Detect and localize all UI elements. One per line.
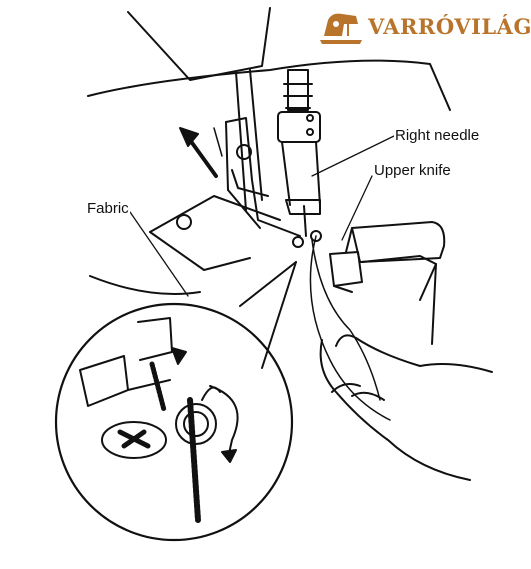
logo-text: VARRÓVILÁG bbox=[368, 13, 531, 39]
leader-lines bbox=[129, 135, 395, 297]
label-fabric: Fabric bbox=[86, 200, 130, 217]
sewing-machine-logo-icon bbox=[320, 13, 362, 44]
upward-arrow-icon bbox=[179, 127, 218, 178]
thread-tail bbox=[213, 127, 223, 157]
machine-body bbox=[87, 7, 451, 211]
label-upper-knife: Upper knife bbox=[373, 162, 452, 179]
small-arrow-icon bbox=[171, 347, 187, 365]
label-right-needle: Right needle bbox=[394, 127, 481, 144]
presser-foot bbox=[225, 117, 321, 237]
needle-plate bbox=[89, 195, 281, 295]
detail-circle bbox=[54, 302, 294, 542]
needle-bar bbox=[277, 69, 321, 206]
logo: VARRÓVILÁG bbox=[318, 6, 531, 46]
threading-arrow-icon bbox=[221, 449, 237, 463]
hand bbox=[319, 334, 493, 481]
right-needle bbox=[292, 205, 391, 421]
upper-knife bbox=[329, 221, 446, 345]
